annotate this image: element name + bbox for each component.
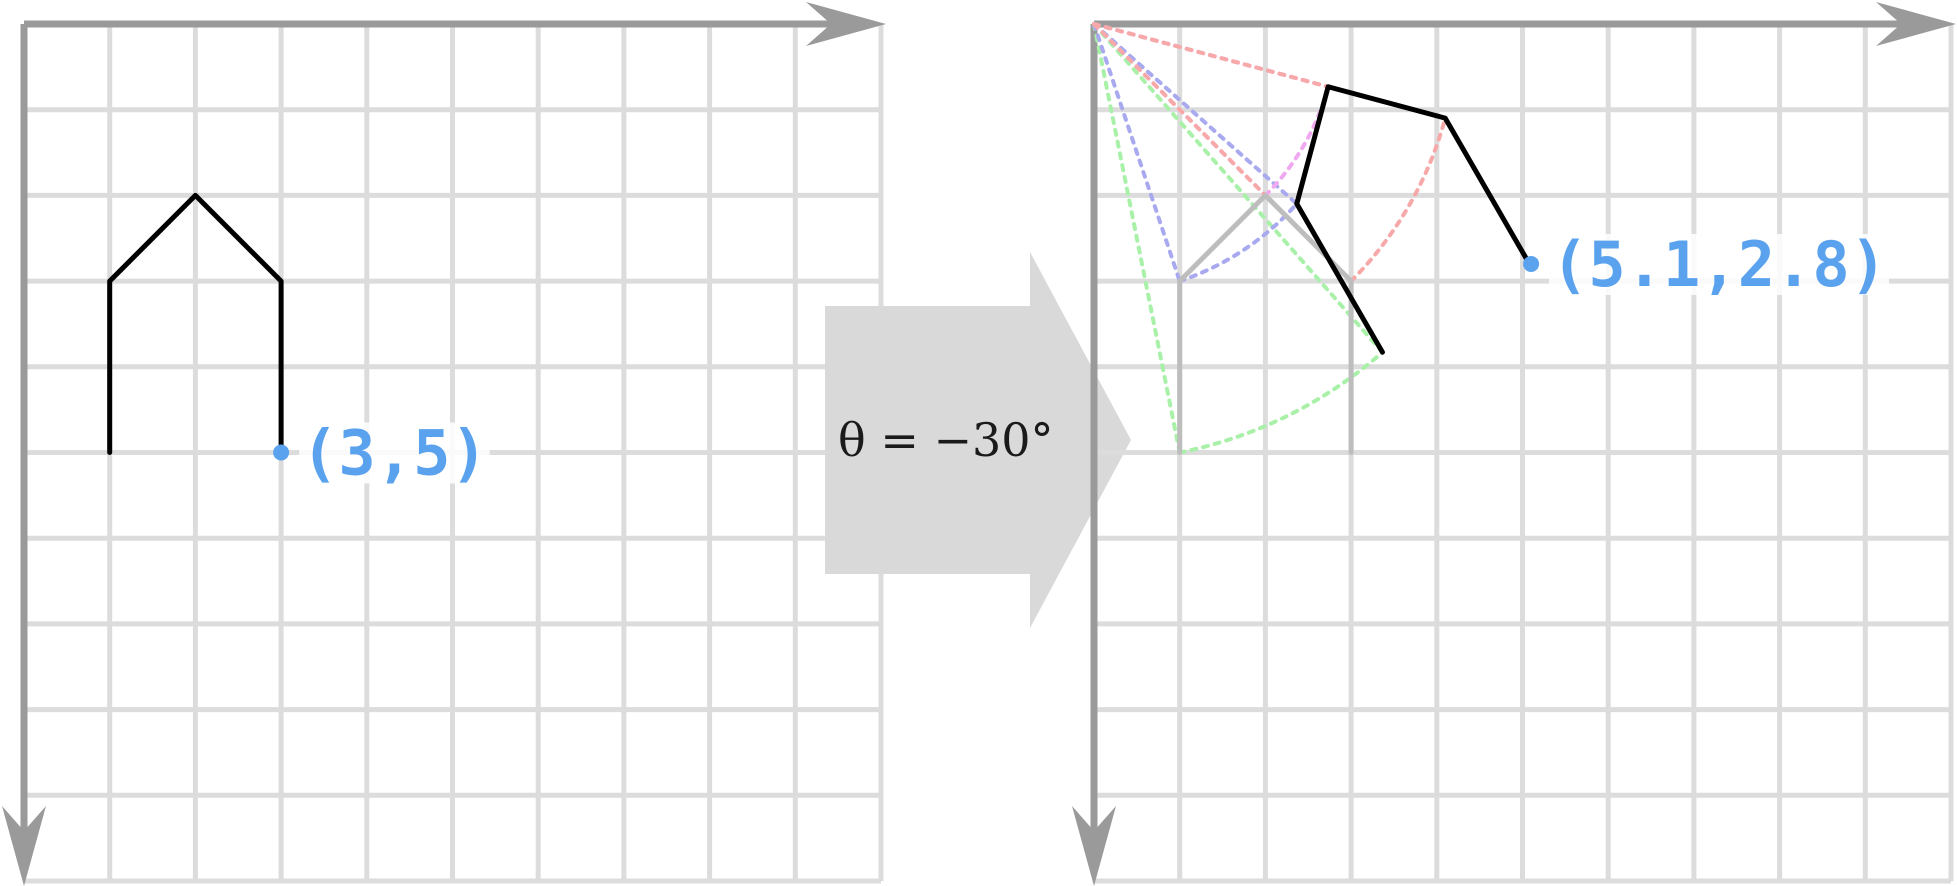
rotated-house-shape bbox=[1294, 84, 1534, 355]
rotation-arrow-shape bbox=[825, 252, 1131, 628]
trace-arc bbox=[1177, 201, 1299, 284]
left-panel: (3,5) bbox=[2, 2, 886, 886]
rotation-arrow: θ = −30° bbox=[825, 252, 1131, 628]
trace-line-original bbox=[1092, 22, 1182, 455]
trace-arc bbox=[1177, 350, 1385, 455]
trace-line-rotated bbox=[1092, 22, 1299, 206]
x-axis-arrowhead bbox=[806, 2, 886, 46]
y-axis-arrowhead bbox=[1072, 806, 1116, 886]
x-axis-arrowhead bbox=[1876, 2, 1956, 46]
original-house-shape bbox=[1177, 192, 1354, 455]
trace-arc bbox=[1349, 116, 1448, 284]
house-shape bbox=[107, 192, 284, 455]
point-marker bbox=[273, 444, 290, 461]
rotated-point-marker bbox=[1523, 255, 1540, 272]
y-axis-arrowhead bbox=[2, 806, 46, 886]
rotated-point-label-background bbox=[1549, 233, 1890, 295]
point-label: (3,5) bbox=[301, 417, 488, 490]
rotation-traces bbox=[1092, 22, 1448, 455]
rotation-angle-label: θ = −30° bbox=[838, 413, 1054, 467]
left-axes bbox=[2, 2, 886, 886]
trace-arc bbox=[1263, 84, 1331, 198]
trace-line-rotated bbox=[1092, 22, 1385, 355]
right-axes bbox=[1072, 2, 1956, 886]
rotated-point-label: (5.1,2.8) bbox=[1551, 228, 1887, 301]
point-label-background bbox=[299, 422, 490, 484]
right-panel: (5.1,2.8) bbox=[1072, 2, 1956, 886]
trace-line-original bbox=[1092, 22, 1182, 284]
left-grid bbox=[24, 24, 884, 884]
